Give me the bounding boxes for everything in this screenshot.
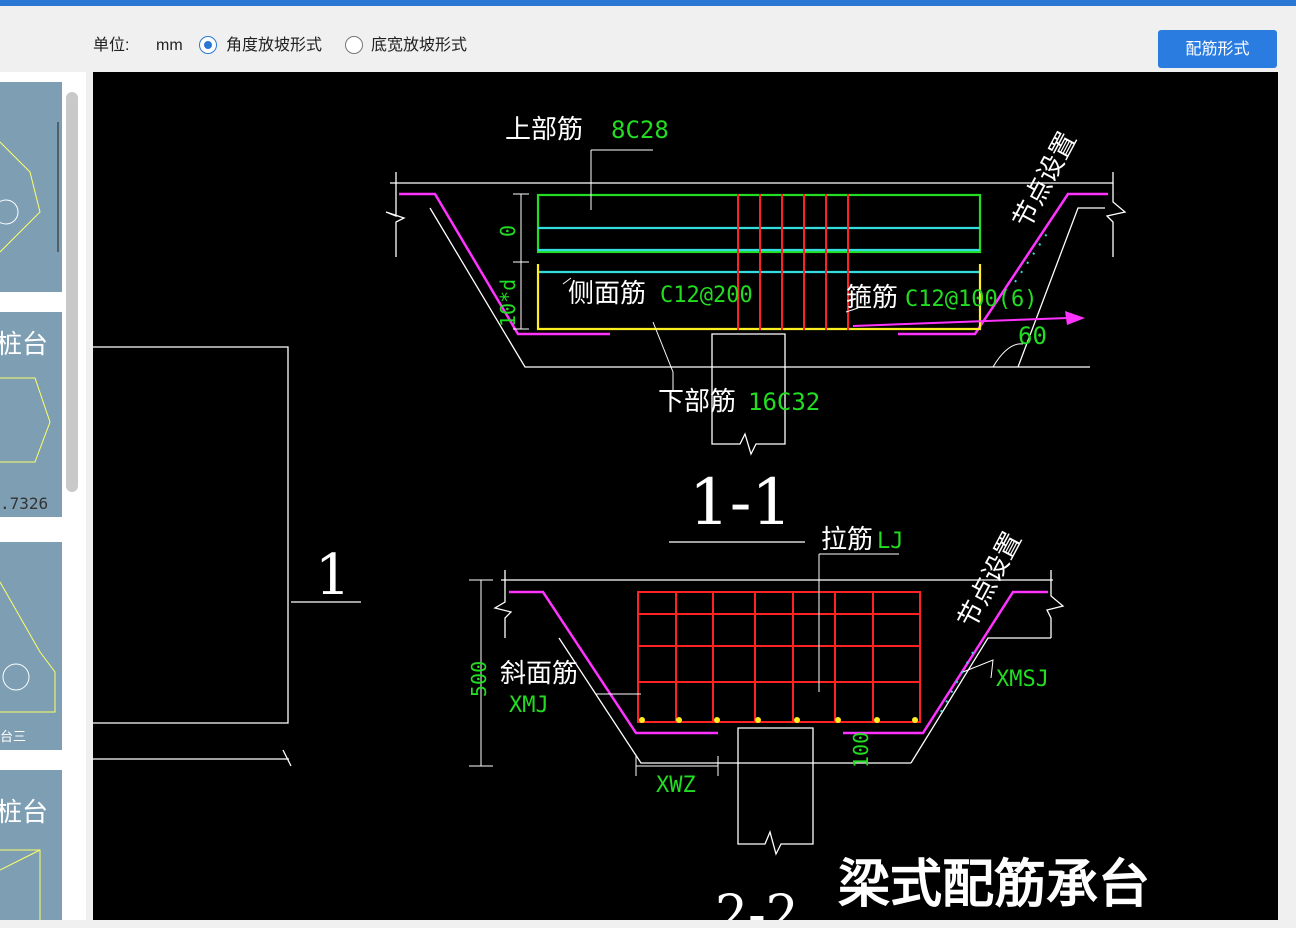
thumbnail-drawing-2 — [0, 377, 51, 463]
slope-bar-label: 斜面筋 — [500, 659, 578, 689]
thumbnail-item-1[interactable] — [0, 82, 62, 292]
title-bar — [0, 0, 1296, 6]
main-title: 梁式配筋承台 — [838, 855, 1150, 915]
section-2-2 — [469, 553, 1065, 856]
top-bar-value: 8C28 — [611, 116, 669, 144]
tie-bar-value: LJ — [877, 529, 904, 554]
bottom-bar-value: 16C32 — [748, 388, 820, 416]
section-1-1-title: 1-1 — [689, 466, 792, 540]
angle-value: 60 — [1018, 322, 1047, 350]
toolbar: 单位: mm 角度放坡形式 底宽放坡形式 配筋形式 — [0, 6, 1296, 72]
drawing-canvas[interactable]: 1 — [93, 72, 1278, 920]
xwz-label: XWZ — [656, 773, 696, 798]
thumbnail-label-4: 桩台 — [0, 798, 49, 828]
radio-width-slope-label[interactable]: 底宽放坡形式 — [371, 37, 468, 54]
thumbnail-item-3[interactable]: 台三 — [0, 542, 62, 750]
thumbnail-item-4[interactable]: 桩台 — [0, 770, 62, 920]
thumbnail-item-2[interactable]: 桩台 — [0, 312, 62, 517]
section-1-1 — [385, 149, 1127, 456]
stirrup-label: 箍筋 — [846, 283, 898, 313]
unit-label: 单位: — [93, 37, 130, 54]
bottom-bar-label: 下部筋 — [658, 387, 736, 417]
thumbnail-value-2: .7326 — [0, 494, 49, 513]
thumbnail-scrollbar-thumb[interactable] — [66, 92, 78, 492]
stirrup-value: C12@100(6) — [905, 287, 1037, 312]
unit-value: mm — [156, 37, 183, 54]
thumbnail-label-2: 桩台 — [0, 330, 49, 360]
radio-angle-slope-label[interactable]: 角度放坡形式 — [226, 37, 323, 54]
slope-bar-value: XMJ — [509, 693, 549, 718]
section-marker-1: 1 — [315, 543, 351, 608]
side-bar-value: C12@200 — [660, 283, 753, 308]
side-bar-label: 侧面筋 — [568, 279, 646, 309]
thumbnail-drawing-4 — [0, 849, 41, 920]
dim-100: 100 — [849, 732, 873, 768]
dim-10d: 10*d — [496, 279, 520, 327]
thumbnail-drawing-1 — [0, 122, 59, 253]
node-setting-1[interactable]: 节点设置 — [1008, 127, 1083, 233]
dim-500: 500 — [467, 661, 491, 697]
radio-angle-slope[interactable] — [199, 36, 217, 54]
rebar-form-button[interactable]: 配筋形式 — [1158, 30, 1277, 68]
top-bar-label: 上部筋 — [505, 115, 583, 145]
cad-drawing: 1 — [93, 115, 1150, 920]
dim-zero: 0 — [496, 225, 520, 237]
tie-bar-label: 拉筋 — [821, 525, 873, 555]
radio-width-slope[interactable] — [345, 36, 363, 54]
thumbnail-drawing-3 — [0, 581, 56, 713]
section-2-2-title: 2-2 — [715, 885, 799, 920]
plan-outline — [93, 346, 361, 767]
thumbnail-label-3: 台三 — [0, 729, 27, 744]
status-bar — [0, 920, 1296, 928]
xmsj-label: XMSJ — [996, 667, 1049, 692]
